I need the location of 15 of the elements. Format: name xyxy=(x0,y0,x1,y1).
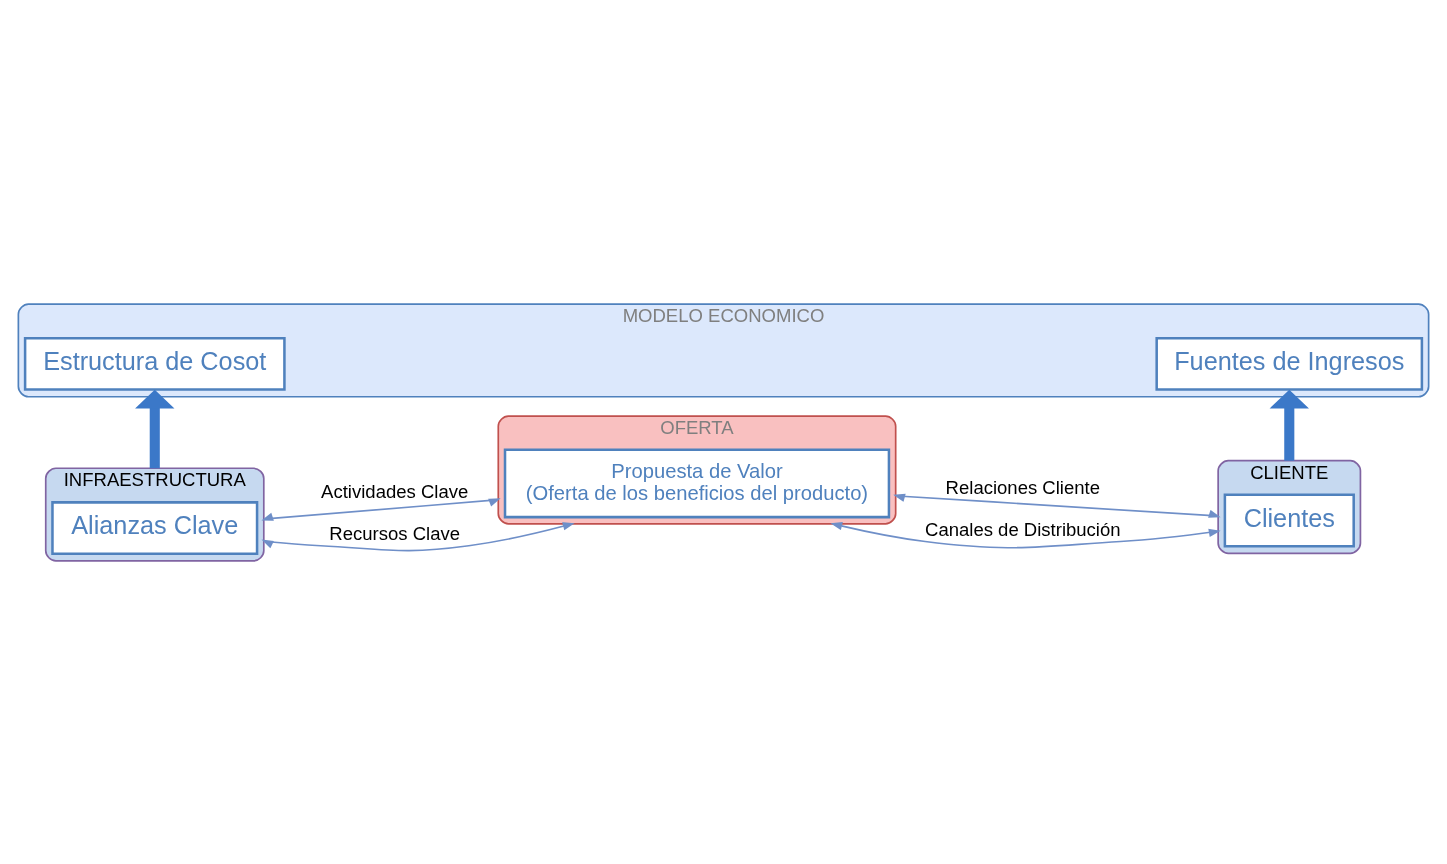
arrow xyxy=(893,493,1221,518)
arrow xyxy=(830,521,1221,549)
edge-label: Recursos Clave xyxy=(329,522,461,544)
node-box: Alianzas Clave xyxy=(51,500,259,555)
edge-label: Relaciones Cliente xyxy=(945,476,1101,498)
node-box: Estructura de Cosot xyxy=(23,336,286,391)
node-box: Propuesta de Valor (Oferta de los beneficios del producto) xyxy=(503,448,891,518)
arrow xyxy=(135,389,175,468)
edge-label: Actividades Clave xyxy=(321,480,469,502)
arrow xyxy=(1269,389,1309,461)
arrow xyxy=(261,497,501,521)
arrow xyxy=(261,521,575,551)
node-box: Clientes xyxy=(1223,493,1355,547)
node-box: Fuentes de Ingresos xyxy=(1155,336,1424,391)
edge-label: Canales de Distribución xyxy=(925,518,1121,540)
